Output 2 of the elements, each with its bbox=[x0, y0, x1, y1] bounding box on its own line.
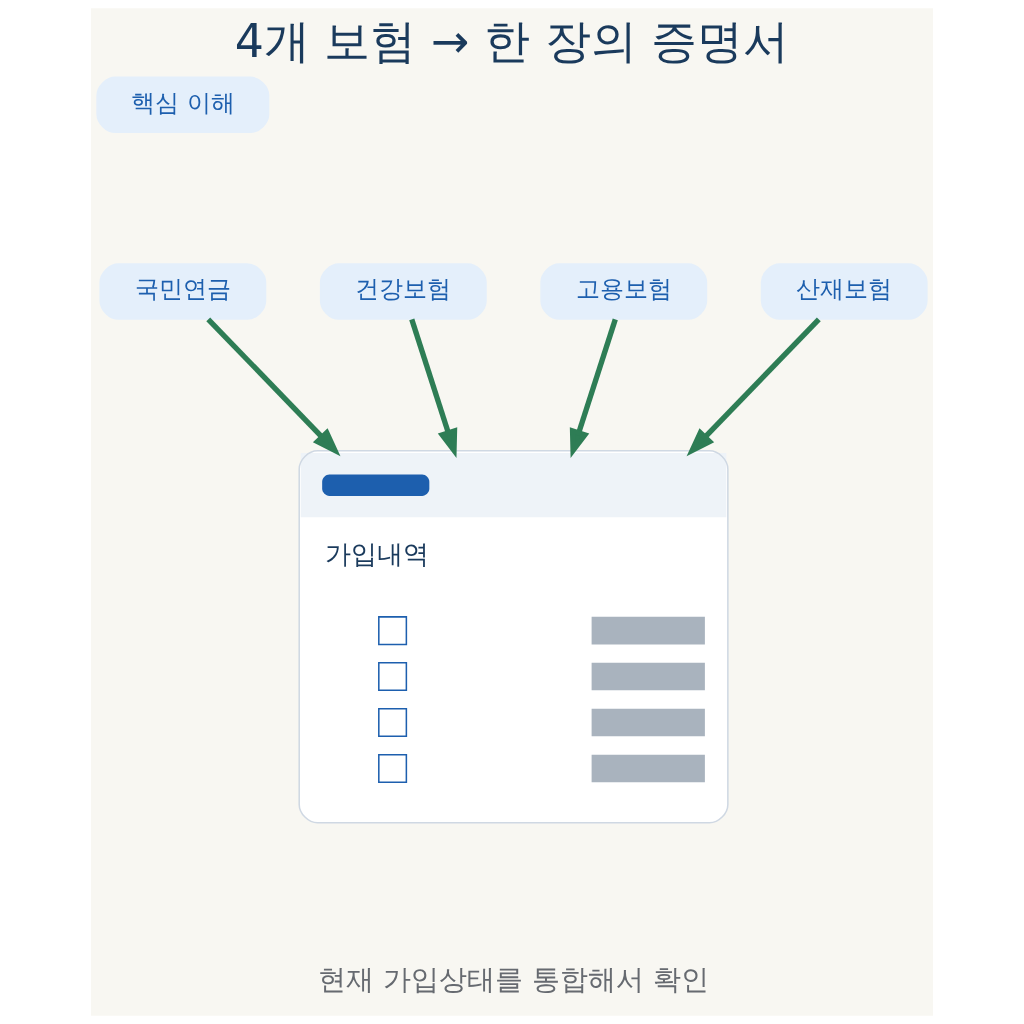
caption: 현재 가입상태를 통합해서 확인 bbox=[318, 962, 709, 995]
diagram-title: 4개 보험 → 한 장의 증명서 bbox=[234, 14, 790, 69]
